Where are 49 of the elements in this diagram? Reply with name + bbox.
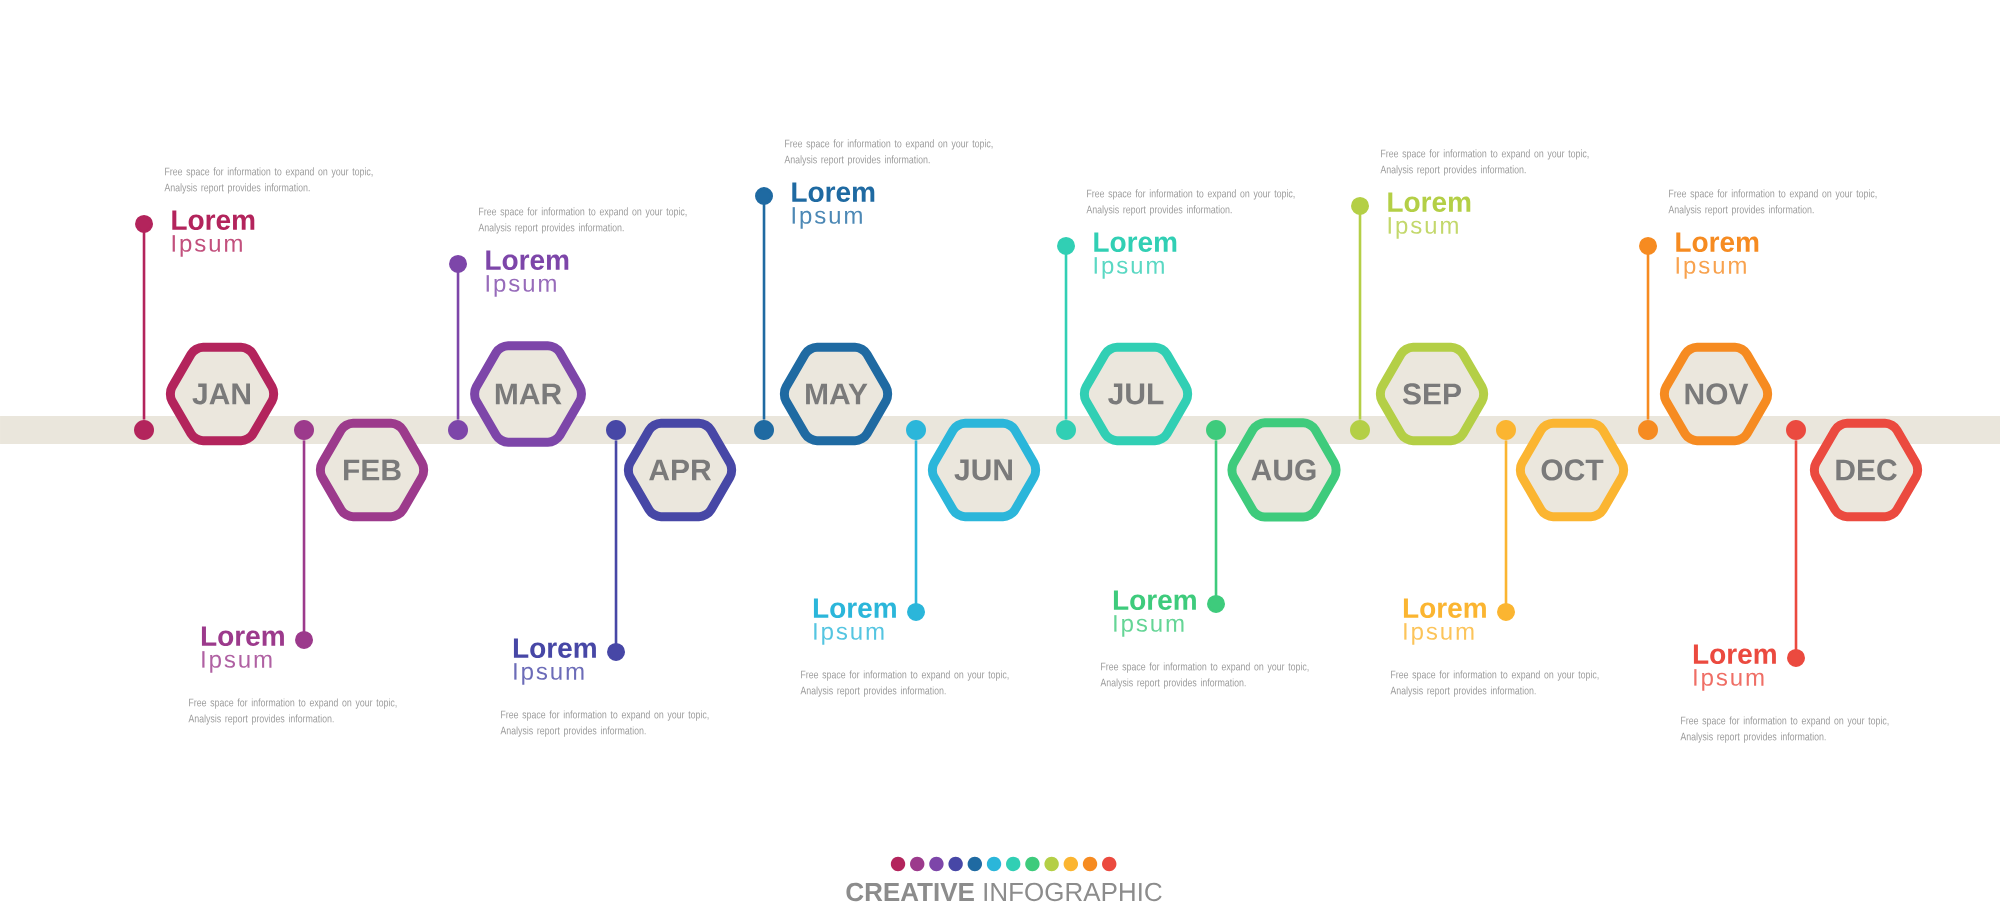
callout-title: Lorem Ipsum [486, 250, 569, 297]
timeline-dot [606, 420, 626, 440]
leader-line [1057, 237, 1075, 420]
month-hexagon: MAY [779, 342, 893, 446]
callout-title: Lorem Ipsum [201, 626, 284, 673]
month-hexagon: JUN [927, 418, 1041, 522]
month-hexagon: JAN [165, 342, 279, 446]
month-hexagon: MAR [470, 341, 586, 447]
month-hexagon: APR [623, 418, 737, 522]
timeline-dot [1638, 420, 1658, 440]
leader-line [907, 440, 925, 621]
timeline-dot [754, 420, 774, 440]
leader-line [607, 440, 625, 661]
callout-title: Lorem Ipsum [1403, 598, 1486, 645]
leader-line [1351, 197, 1369, 420]
month-hexagon: SEP [1375, 342, 1489, 446]
callout-title: Lorem Ipsum [1693, 644, 1776, 691]
timeline-dot [906, 420, 926, 440]
month-hexagon: DEC [1809, 418, 1923, 522]
leader-line [135, 215, 153, 420]
timeline-dot [1350, 420, 1370, 440]
callout-title: Lorem Ipsum [1113, 590, 1196, 637]
callout-title: Lorem Ipsum [792, 182, 875, 229]
callout-title: Lorem Ipsum [813, 598, 896, 645]
leader-line [1207, 440, 1225, 613]
callout-title: Lorem Ipsum [172, 210, 255, 257]
timeline-dot [1496, 420, 1516, 440]
callout-title: Lorem Ipsum [1388, 192, 1471, 239]
footer-title: CREATIVE INFOGRAPHIC [846, 882, 1162, 902]
leader-line [295, 440, 314, 649]
month-hexagon: AUG [1227, 418, 1341, 522]
callout-title: Lorem Ipsum [1676, 232, 1759, 279]
leader-line [1639, 237, 1657, 420]
leader-line [1787, 440, 1805, 667]
month-hexagon: JUL [1079, 342, 1193, 446]
callout-title: Lorem Ipsum [1094, 232, 1177, 279]
timeline-dot [1056, 420, 1076, 440]
callout-title: Lorem Ipsum [513, 638, 596, 685]
leader-line [755, 187, 773, 420]
timeline-dot [1786, 420, 1806, 440]
month-hexagon: FEB [315, 418, 429, 522]
timeline-dot [448, 420, 468, 440]
leader-line [449, 255, 468, 420]
month-hexagon: OCT [1515, 418, 1629, 522]
timeline-dot [294, 420, 314, 440]
timeline-dot [134, 420, 155, 440]
timeline-dot [1206, 420, 1226, 440]
leader-line [1497, 440, 1515, 621]
month-hexagon: NOV [1659, 342, 1773, 446]
